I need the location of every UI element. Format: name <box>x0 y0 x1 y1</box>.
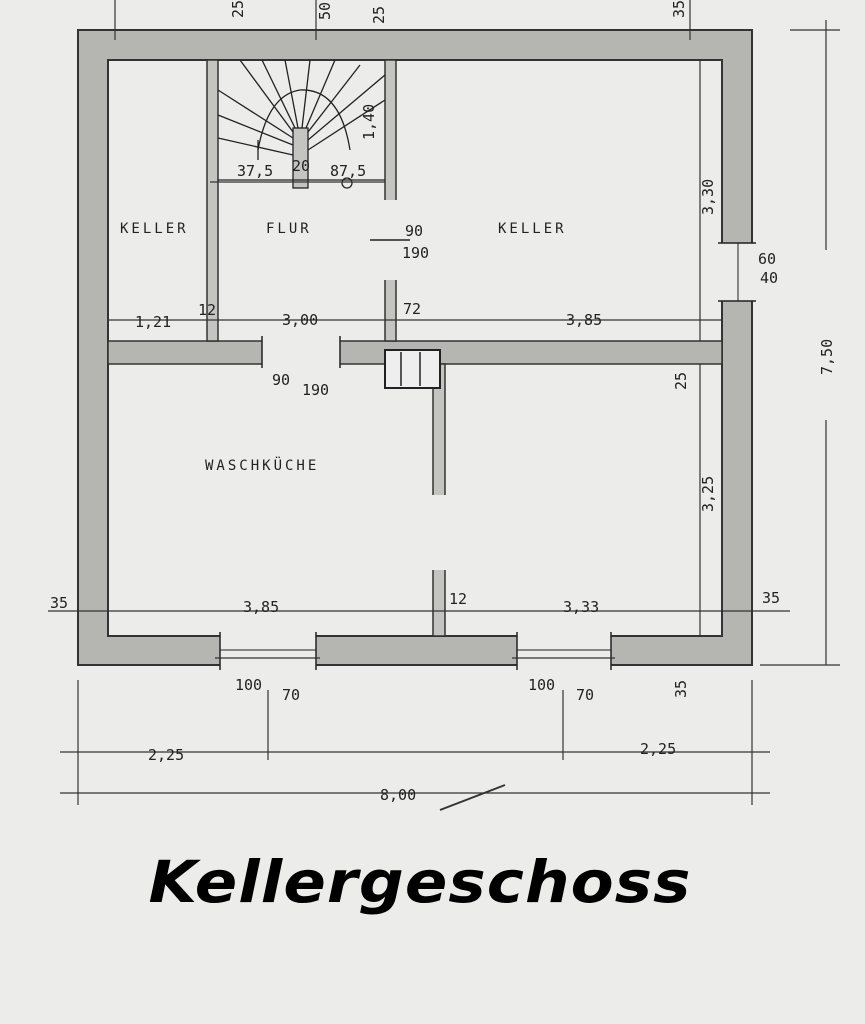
dim-top-25b: 25 <box>370 6 388 24</box>
plan-caption: Kellergeschoss <box>148 848 692 916</box>
dim-stair-375: 37,5 <box>237 162 273 180</box>
dim-door-flur-h: 190 <box>402 244 429 262</box>
dim-right-35: 35 <box>762 589 780 607</box>
dim-win-left-w: 100 <box>235 676 262 694</box>
staircase <box>217 59 386 189</box>
dim-stair-875: 87,5 <box>330 162 366 180</box>
dimension-lines <box>48 0 840 811</box>
exterior-wall <box>77 29 753 666</box>
dim-bottom-225-right: 2,25 <box>640 740 676 758</box>
dim-bottom-35: 35 <box>672 680 690 698</box>
dim-right-333: 3,33 <box>563 598 599 616</box>
dim-win-left-h: 70 <box>282 686 300 704</box>
dim-top-35: 35 <box>670 0 688 18</box>
dim-left-121: 1,21 <box>135 313 171 331</box>
dim-total-height: 7,50 <box>818 339 836 375</box>
dim-door-wk: 90 <box>272 371 290 389</box>
dim-bottom-225-left: 2,25 <box>148 746 184 764</box>
dim-stair-140: 1,40 <box>360 104 378 140</box>
room-label-waschkueche: WASCHKÜCHE <box>205 456 319 474</box>
chimney <box>384 349 441 389</box>
dim-wk-385: 3,85 <box>243 598 279 616</box>
dim-wk-height: 3,25 <box>699 476 717 512</box>
dim-window-60: 60 <box>758 250 776 268</box>
room-label-keller-left: KELLER <box>120 221 189 237</box>
dim-door-wk-h: 190 <box>302 381 329 399</box>
dim-keller-height: 3,30 <box>699 179 717 215</box>
room-label-flur: FLUR <box>266 221 312 237</box>
dim-door-flur: 90 <box>405 222 423 240</box>
dim-window-40: 40 <box>760 269 778 287</box>
room-label-keller-right: KELLER <box>498 221 567 237</box>
dim-w-12: 12 <box>198 301 216 319</box>
dim-win-right-w: 100 <box>528 676 555 694</box>
dim-top-50: 50 <box>316 2 334 20</box>
wall-left-partition <box>206 59 219 342</box>
dim-wall-25: 25 <box>672 372 690 390</box>
dim-right-385: 3,85 <box>566 311 602 329</box>
dim-left-35: 35 <box>50 594 68 612</box>
dim-stair-20: 20 <box>292 157 310 175</box>
dim-win-right-h: 70 <box>576 686 594 704</box>
dim-top-25: 25 <box>229 0 247 18</box>
dim-w-72: 72 <box>403 300 421 318</box>
dim-mid-300: 3,00 <box>282 311 318 329</box>
dim-total-width: 8,00 <box>380 786 416 804</box>
dim-w-12b: 12 <box>449 590 467 608</box>
